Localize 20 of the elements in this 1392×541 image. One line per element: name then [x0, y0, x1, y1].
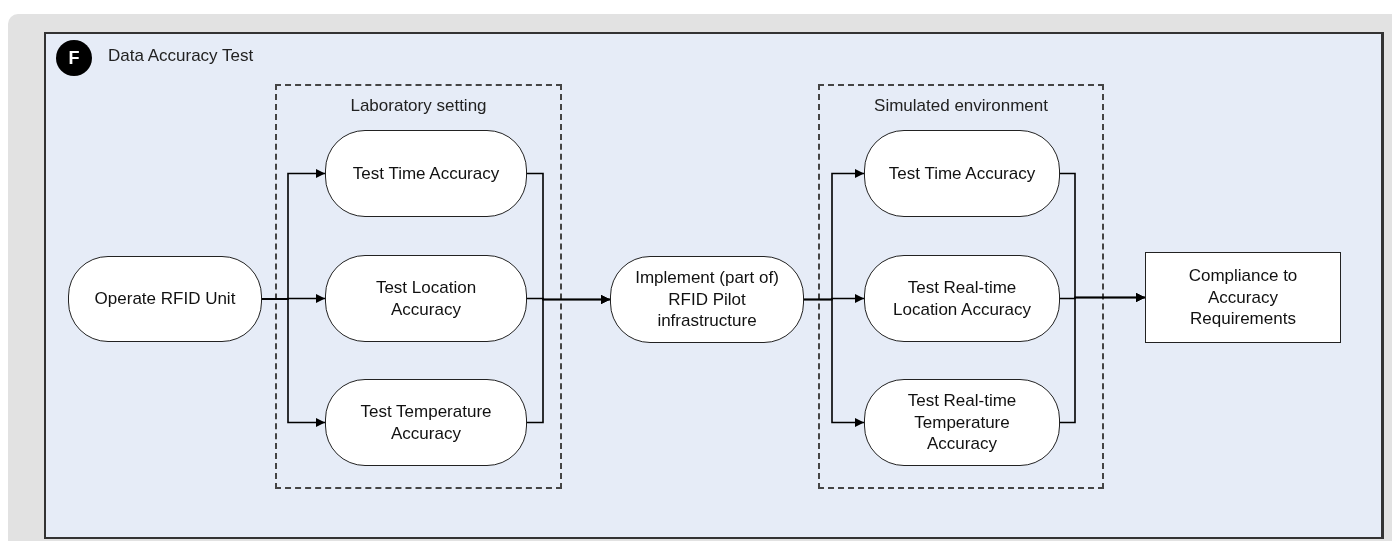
group-title: Laboratory setting [349, 96, 488, 116]
process-box: Test Temperature Accuracy [325, 379, 527, 466]
process-box: Operate RFID Unit [68, 256, 262, 342]
panel-title: Data Accuracy Test [108, 46, 254, 66]
group-title: Simulated environment [873, 96, 1049, 116]
connector-arrow [1059, 293, 1146, 424]
connector-arrow [526, 295, 611, 424]
diagram-panel [44, 32, 1384, 539]
process-box: Test Location Accuracy [325, 255, 527, 342]
process-box: Test Real-time Temperature Accuracy [864, 379, 1060, 466]
process-box: Test Real-time Location Accuracy [864, 255, 1060, 342]
letter-badge: F [56, 40, 92, 76]
process-box: Test Time Accuracy [864, 130, 1060, 217]
dashed-group [275, 84, 562, 489]
process-box: Test Time Accuracy [325, 130, 527, 217]
process-box: Implement (part of) RFID Pilot infrastructure [610, 256, 804, 343]
connector-arrow [261, 298, 326, 427]
connector-arrow [803, 298, 865, 427]
result-box: Compliance to Accuracy Requirements [1145, 252, 1341, 343]
dashed-group [818, 84, 1104, 489]
